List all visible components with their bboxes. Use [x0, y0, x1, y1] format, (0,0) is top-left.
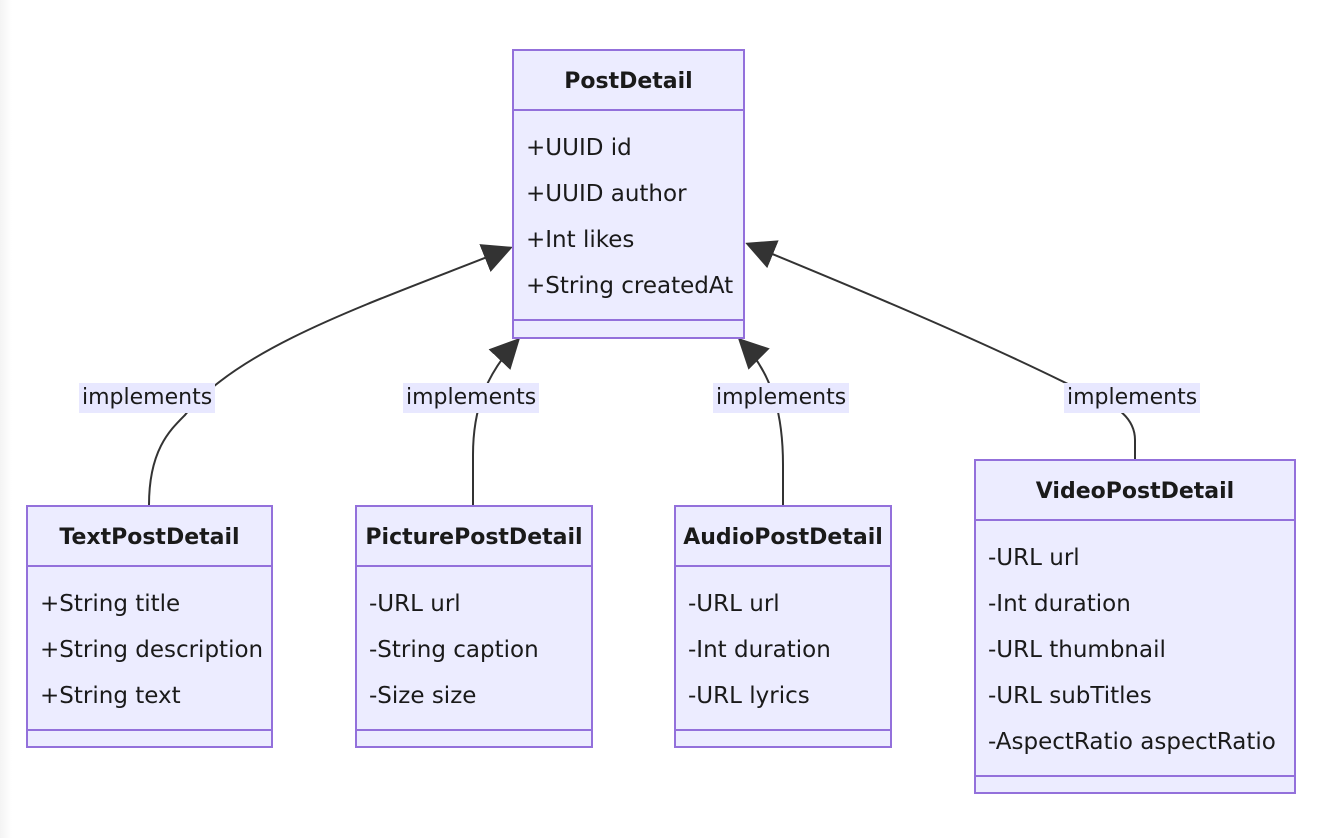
divider: [676, 729, 890, 731]
attribute: -Int duration: [988, 591, 1131, 617]
attribute: -URL lyrics: [688, 683, 810, 709]
attribute: -URL url: [988, 545, 1080, 571]
attribute: +String text: [40, 683, 181, 709]
edge-label-implements: implements: [1064, 383, 1201, 413]
class-audio-post-detail: AudioPostDetail -URL url -Int duration -…: [674, 505, 892, 748]
divider: [976, 519, 1294, 521]
class-title: AudioPostDetail: [683, 525, 883, 550]
divider: [357, 729, 591, 731]
attribute: -URL subTitles: [988, 683, 1152, 709]
attribute: -AspectRatio aspectRatio: [988, 729, 1276, 755]
attribute: +String title: [40, 591, 181, 617]
class-title: PostDetail: [564, 69, 693, 94]
edge-text-to-post: [148, 244, 513, 506]
attribute: -Size size: [369, 683, 477, 709]
class-post-detail: PostDetail +UUID id +UUID author +Int li…: [512, 49, 745, 339]
divider: [976, 775, 1294, 777]
edge-label-implements: implements: [79, 383, 216, 413]
class-text-post-detail: TextPostDetail +String title +String des…: [26, 505, 273, 748]
divider: [28, 565, 271, 567]
divider: [28, 729, 271, 731]
attribute: -Int duration: [688, 637, 831, 663]
edge-label-implements: implements: [403, 383, 540, 413]
class-video-post-detail: VideoPostDetail -URL url -Int duration -…: [974, 459, 1296, 794]
edge-label-implements: implements: [713, 383, 850, 413]
divider: [514, 109, 743, 111]
divider: [357, 565, 591, 567]
attribute: -String caption: [369, 637, 539, 663]
edge-video-to-post: [745, 240, 1136, 459]
class-title: VideoPostDetail: [1035, 479, 1235, 504]
class-picture-post-detail: PicturePostDetail -URL url -String capti…: [355, 505, 593, 748]
attribute: +UUID id: [526, 135, 632, 161]
attribute: +UUID author: [526, 181, 687, 207]
divider: [514, 319, 743, 321]
class-title: TextPostDetail: [59, 525, 240, 550]
attribute: -URL thumbnail: [988, 637, 1166, 663]
attribute: +Int likes: [526, 227, 635, 253]
attribute: -URL url: [688, 591, 780, 617]
attribute: -URL url: [369, 591, 461, 617]
attribute: +String createdAt: [526, 273, 734, 299]
divider: [676, 565, 890, 567]
edge-audio-to-post: [737, 337, 784, 505]
edge-picture-to-post: [472, 337, 521, 505]
attribute: +String description: [40, 637, 264, 663]
class-title: PicturePostDetail: [365, 525, 583, 550]
